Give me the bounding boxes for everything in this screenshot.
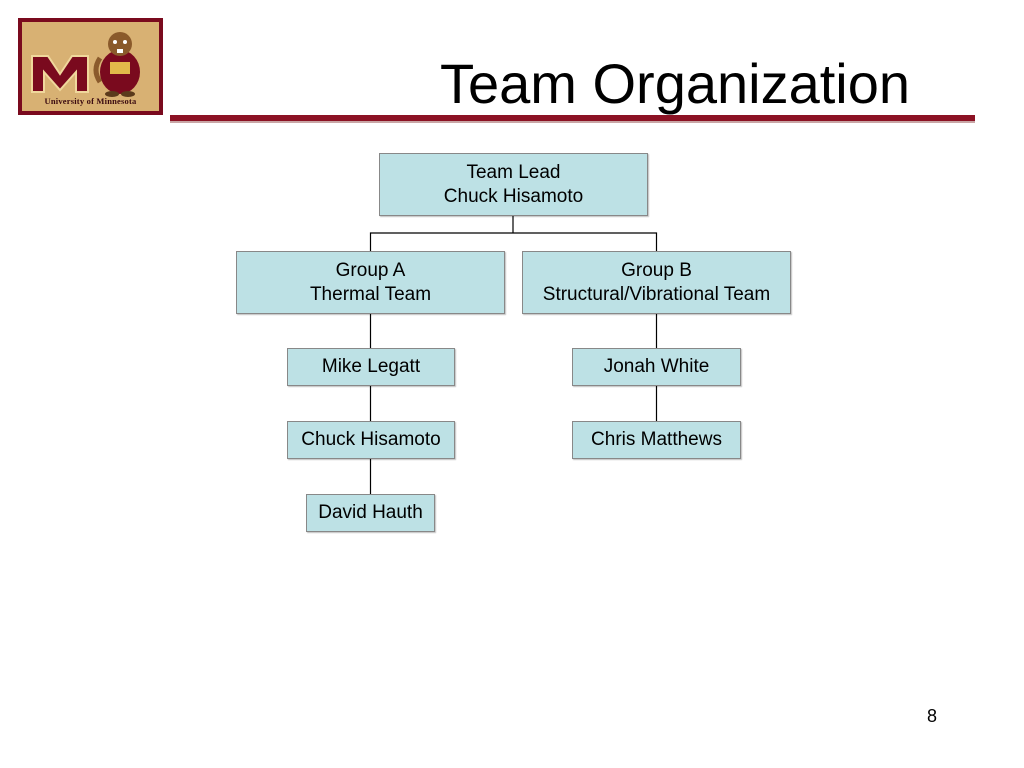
member-name: David Hauth	[318, 502, 423, 523]
group-b-subtitle: Structural/Vibrational Team	[542, 283, 771, 305]
group-a-title: Group A	[335, 259, 406, 281]
group-b-box: Group B Structural/Vibrational Team	[522, 251, 791, 314]
member-name: Mike Legatt	[321, 356, 421, 377]
title-underline	[170, 115, 975, 121]
member-box: Jonah White	[572, 348, 741, 386]
member-box: David Hauth	[306, 494, 435, 532]
group-a-box: Group A Thermal Team	[236, 251, 505, 314]
member-name: Chris Matthews	[591, 429, 722, 450]
logo-caption: University of Minnesota	[44, 96, 137, 106]
team-lead-box: Team Lead Chuck Hisamoto	[379, 153, 648, 216]
slide-title: Team Organization	[440, 52, 911, 115]
group-b-title: Group B	[621, 259, 692, 281]
team-lead-name: Chuck Hisamoto	[443, 185, 584, 207]
member-box: Mike Legatt	[287, 348, 455, 386]
team-lead-role: Team Lead	[466, 161, 561, 183]
university-logo: University of Minnesota	[18, 18, 163, 115]
page-number: 8	[926, 706, 937, 726]
member-name: Chuck Hisamoto	[301, 429, 441, 450]
member-box: Chuck Hisamoto	[287, 421, 455, 459]
member-name: Jonah White	[603, 356, 710, 377]
group-a-subtitle: Thermal Team	[309, 283, 432, 305]
lead-to-groups-connector	[369, 216, 658, 251]
member-box: Chris Matthews	[572, 421, 741, 459]
gopher-mascot-icon	[31, 32, 140, 97]
